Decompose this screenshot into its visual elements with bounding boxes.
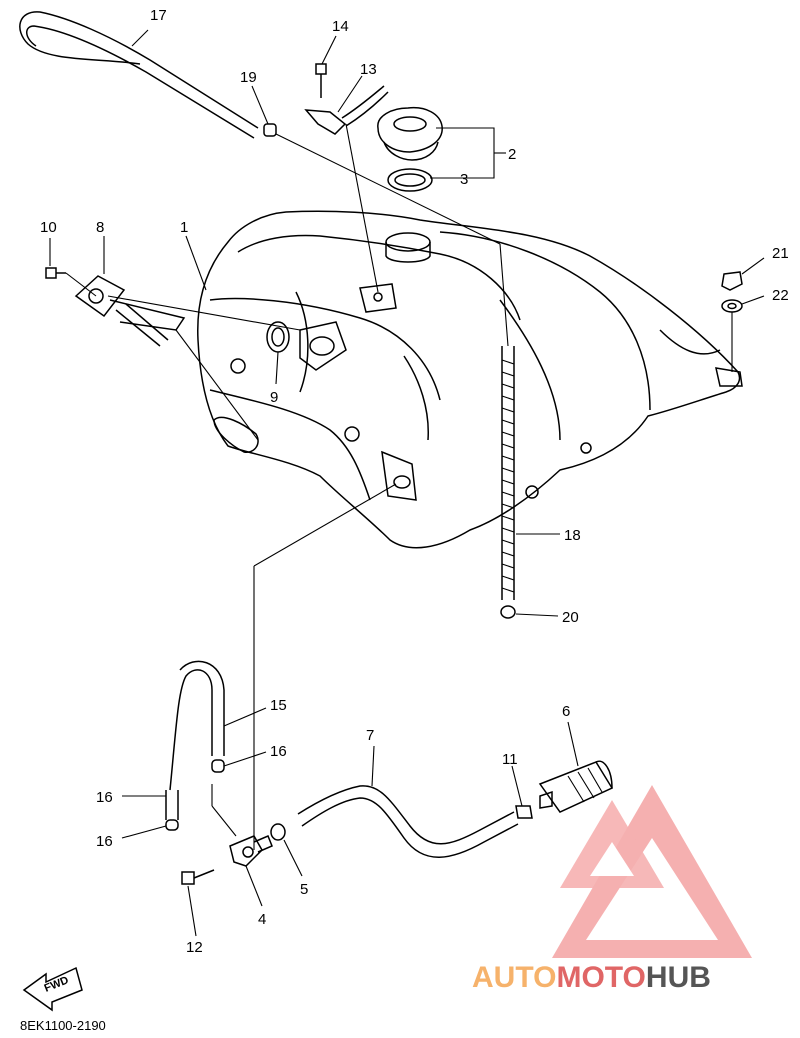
o-ring-5	[270, 823, 286, 841]
callout-1: 1	[180, 219, 188, 236]
callout-21: 20	[562, 609, 579, 626]
clip-16b	[165, 819, 179, 831]
callout-13: 13	[360, 61, 377, 78]
callout-23: 22	[772, 287, 789, 304]
figure-code: 8EK1100-2190	[20, 1018, 106, 1033]
callout-4: 4	[258, 911, 266, 928]
watermark-text: AUTOMOTOHUB	[472, 961, 711, 994]
callout-9: 9	[270, 389, 278, 406]
fuel-sender-unit-8	[74, 275, 186, 347]
washer-23	[721, 299, 743, 313]
hose-17	[165, 790, 179, 820]
clip-16a	[211, 759, 225, 773]
screw-12	[181, 869, 215, 885]
gasket-3	[387, 168, 433, 192]
callout-19: 18	[564, 527, 581, 544]
fuel-hose-15	[169, 660, 225, 791]
fuel-hose-7	[297, 785, 519, 858]
callout-12: 12	[186, 939, 203, 956]
drain-hose-19	[501, 346, 515, 600]
breather-hose-18	[19, 11, 259, 139]
fuel-filter-6	[538, 760, 614, 813]
clip-11	[515, 805, 533, 819]
screw-14	[315, 63, 327, 98]
clamp-21	[500, 605, 516, 619]
callout-5: 5	[300, 881, 308, 898]
callout-7: 7	[366, 727, 374, 744]
callout-3: 3	[460, 171, 468, 188]
callout-16b: 16	[96, 833, 113, 850]
callout-15: 15	[270, 697, 287, 714]
callout-22: 21	[772, 245, 789, 262]
callout-18: 17	[150, 7, 167, 24]
fuel-tank-1	[197, 210, 743, 549]
callout-10: 10	[40, 219, 57, 236]
breather-fitting-13	[304, 85, 389, 135]
fuel-cock-4	[229, 835, 273, 867]
screw-10	[45, 267, 66, 279]
clip-20	[263, 123, 277, 137]
leader-lines	[49, 29, 765, 937]
nut-22	[721, 271, 743, 291]
watermark-logo-icon	[552, 785, 752, 958]
fwd-arrow-icon: FWD	[22, 966, 83, 1012]
callout-14: 14	[332, 18, 349, 35]
callout-2: 2	[508, 146, 516, 163]
callout-20: 19	[240, 69, 257, 86]
callout-6: 6	[562, 703, 570, 720]
callout-8: 8	[96, 219, 104, 236]
filler-cap-2	[377, 106, 443, 161]
callout-17: 16	[96, 789, 113, 806]
callout-16a: 16	[270, 743, 287, 760]
callout-11: 11	[502, 751, 518, 768]
